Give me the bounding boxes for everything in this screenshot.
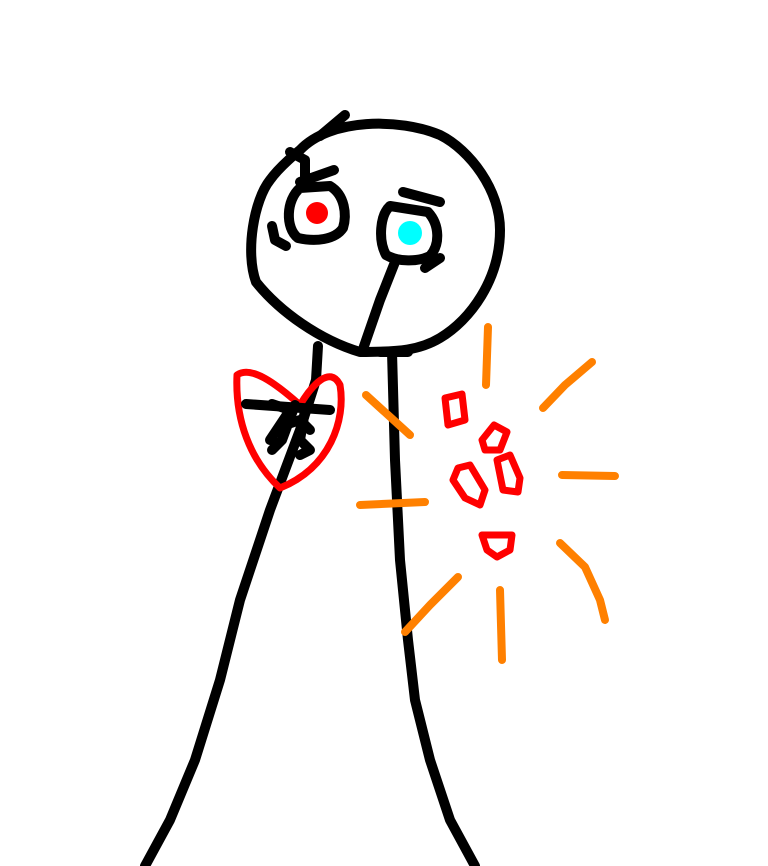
right-eyebrow [398, 187, 445, 207]
wound [441, 390, 469, 429]
wound [478, 531, 516, 561]
left-eye-pupil [306, 202, 328, 224]
ray [496, 586, 506, 664]
body-right-side [387, 347, 480, 866]
ray [356, 498, 429, 509]
head [246, 118, 505, 357]
ray [482, 323, 492, 389]
ray [539, 358, 596, 412]
heart-scribble [241, 399, 335, 460]
left-cheek-mark [267, 221, 291, 251]
left-eyebrow [295, 165, 339, 187]
wound [478, 421, 511, 454]
body-left-side [140, 341, 323, 866]
hair-strand [315, 110, 350, 141]
left-eye-socket [283, 181, 350, 245]
wounds [441, 390, 524, 561]
figure-outline [140, 110, 505, 866]
right-eye-pupil [398, 221, 422, 245]
impact-rays [356, 323, 619, 664]
ray [558, 471, 619, 480]
wound [449, 461, 489, 509]
ray [401, 573, 462, 636]
tear-line [357, 257, 400, 357]
ray [556, 539, 609, 624]
ray [362, 391, 414, 439]
wound [493, 451, 524, 496]
right-eye-socket [376, 201, 443, 266]
right-cheek-mark [420, 253, 445, 273]
